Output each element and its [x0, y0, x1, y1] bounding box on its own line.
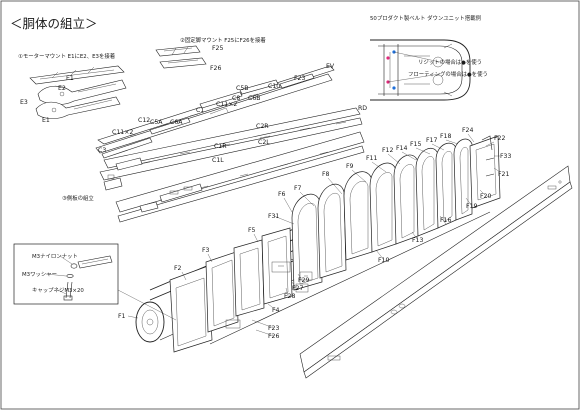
belt-unit-drawing — [370, 39, 471, 101]
part-label: F3 — [202, 247, 210, 254]
fixed-leg-mount-parts — [155, 45, 207, 69]
part-label: C1 — [196, 107, 204, 114]
part-label: F11 — [366, 155, 377, 162]
step-side-frame-caption: ③側板の組立 — [62, 194, 94, 202]
part-label: C10 — [268, 83, 280, 90]
part-label: E1 — [66, 75, 74, 82]
part-label: EV — [326, 63, 335, 70]
part-label: C2L — [258, 139, 270, 146]
part-label: F26 — [210, 65, 221, 72]
part-label: C5B — [236, 85, 249, 92]
hardware-drawing — [45, 255, 113, 301]
belt-unit-heading: 50プロダクト製ベルト ダウンユニット搭載例 — [370, 14, 481, 22]
part-label: F12 — [382, 147, 393, 154]
part-label: F13 — [412, 237, 423, 244]
rigid-note: リジットの場合は●を使う — [418, 58, 482, 66]
side-panel — [299, 165, 573, 379]
part-label: F8 — [322, 171, 330, 178]
part-label: F26 — [268, 333, 279, 340]
part-label: C1L — [212, 157, 224, 164]
c-parts-middle-rail — [99, 107, 363, 191]
part-label: F27 — [292, 285, 303, 292]
part-label: F23 — [268, 325, 279, 332]
part-label: F16 — [440, 217, 451, 224]
part-label: F9 — [346, 163, 354, 170]
part-label: C11×2 — [216, 101, 237, 108]
part-label: C5A — [150, 119, 163, 126]
c-parts-upper-rail — [95, 65, 335, 159]
rigid-dot — [392, 86, 396, 90]
part-label: F4 — [272, 307, 280, 314]
c-parts-lower-rail — [115, 131, 365, 223]
part-label: F7 — [294, 185, 302, 192]
part-label: F10 — [378, 257, 389, 264]
leader-lines — [127, 133, 501, 337]
floating-dot — [386, 56, 390, 60]
part-label: C1R — [214, 143, 227, 150]
part-label: F20 — [480, 193, 491, 200]
part-label: F23 — [294, 75, 305, 82]
part-label: F22 — [494, 135, 505, 142]
part-label: F14 — [396, 145, 407, 152]
part-label: F15 — [410, 141, 421, 148]
part-label: F25 — [212, 45, 223, 52]
fuselage-frame — [135, 135, 501, 353]
step-fixed-leg-mount-caption: ②固定脚マウント F25にF26を接着 — [180, 36, 266, 44]
part-label: C6B — [248, 95, 261, 102]
part-label: F1 — [118, 313, 126, 320]
part-label: C11×2 — [112, 129, 133, 136]
part-label: C12 — [138, 117, 150, 124]
part-label: F29 — [298, 277, 309, 284]
part-label: C2R — [256, 123, 269, 130]
part-label: RD — [358, 105, 367, 112]
part-label: F31 — [268, 213, 279, 220]
part-label: F19 — [466, 203, 477, 210]
part-label: C8 — [232, 95, 240, 102]
part-label: F5 — [248, 227, 256, 234]
floating-note: フローティングの場合は●を使う — [408, 70, 488, 78]
part-label: F28 — [284, 293, 295, 300]
step-motor-mount-caption: ①モーターマウント E1にE2、E3を接着 — [18, 52, 116, 60]
hardware-screw: キャップネジM3×20 — [32, 287, 84, 294]
page-title: ＜胴体の組立＞ — [10, 16, 98, 31]
part-label: F24 — [462, 127, 473, 134]
part-label: E3 — [20, 99, 28, 106]
part-label: F21 — [498, 171, 509, 178]
part-label: C6A — [170, 119, 183, 126]
part-label: C3 — [98, 147, 106, 154]
part-label: F2 — [174, 265, 182, 272]
part-label: E2 — [58, 85, 66, 92]
hardware-washer: M3ワッシャー — [22, 271, 57, 278]
part-label: F17 — [426, 137, 437, 144]
hardware-leader — [117, 289, 177, 321]
hardware-nut: M3ナイロンナット — [32, 253, 78, 260]
part-label: F6 — [278, 191, 286, 198]
part-label: E1 — [42, 117, 50, 124]
part-label: F33 — [500, 153, 511, 160]
motor-mount-parts — [29, 65, 127, 120]
part-label: F18 — [440, 133, 451, 140]
